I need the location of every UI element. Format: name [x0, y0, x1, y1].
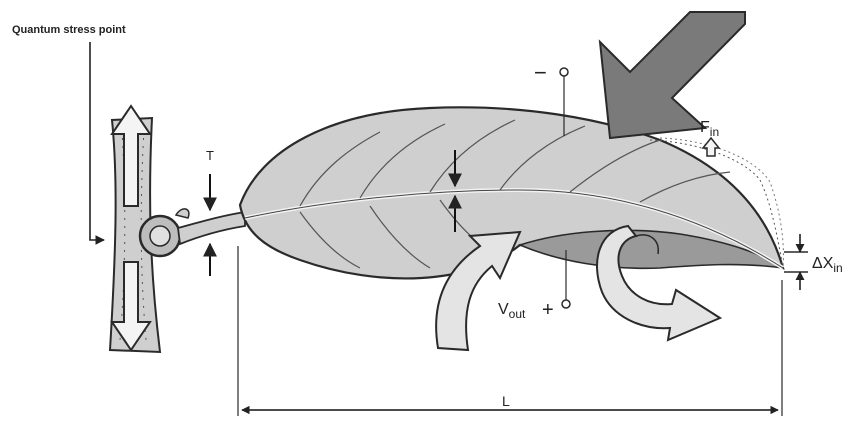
t-label: T [206, 148, 214, 163]
v-out-label: Vout [498, 301, 526, 321]
stress-point-label: Quantum stress point [12, 24, 126, 36]
incoming-force-arrow-icon [600, 12, 745, 138]
l-dimension [238, 246, 782, 416]
l-label: L [502, 393, 510, 409]
delta-x-dimension [784, 234, 808, 290]
plus-terminal-label: + [542, 299, 554, 321]
stress-point-pointer [90, 42, 104, 240]
f-in-arrow-icon [703, 138, 719, 156]
delta-x-label: ΔXin [812, 255, 843, 275]
f-in-label: Fin [700, 119, 719, 139]
minus-terminal-label: − [534, 60, 547, 85]
